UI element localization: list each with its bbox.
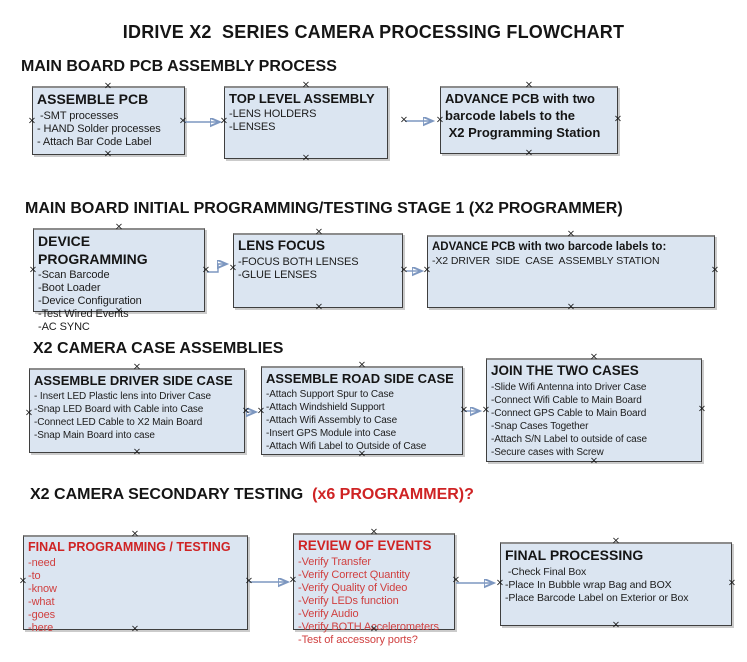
box-item: -goes <box>28 608 56 621</box>
box-title: ASSEMBLE PCB <box>37 91 149 107</box>
box-title: FINAL PROGRAMMING / TESTING <box>28 540 231 554</box>
section-heading-pcb-assembly: MAIN BOARD PCB ASSEMBLY PROCESS <box>21 58 337 75</box>
box-item: -Test Wired Events <box>38 308 129 320</box>
box-title: TOP LEVEL ASSEMBLY <box>229 91 375 106</box>
box-items: -SMT processes- HAND Solder processes- A… <box>37 110 180 149</box>
box-items: -Scan Barcode-Boot Loader-Device Configu… <box>38 269 200 334</box>
flow-box-advance-to-programming-station: ADVANCE PCB with two barcode labels to t… <box>440 86 618 154</box>
box-item: -Attach Wifi Assembly to Case <box>266 415 398 427</box>
box-item: -AC SYNC <box>38 321 90 333</box>
box-items: -FOCUS BOTH LENSES-GLUE LENSES <box>238 256 398 282</box>
box-item: -Verify Audio <box>298 607 359 620</box>
box-item: - HAND Solder processes <box>37 122 161 135</box>
box-item: -Secure cases with Screw <box>491 446 604 458</box>
section-heading-secondary-testing: X2 CAMERA SECONDARY TESTING (x6 PROGRAMM… <box>30 486 474 504</box>
box-items: -Attach Support Spur to Case-Attach Wind… <box>266 388 458 453</box>
box-item: -Verify BOTH Accelerometers <box>298 620 439 633</box>
section-heading-initial-programming: MAIN BOARD INITIAL PROGRAMMING/TESTING S… <box>25 200 623 217</box>
box-items: -X2 DRIVER SIDE CASE ASSEMBLY STATION <box>432 255 710 268</box>
box-items: -Check Final Box-Place In Bubble wrap Ba… <box>505 566 727 605</box>
box-item: -Device Configuration <box>38 295 142 307</box>
box-title: FINAL PROCESSING <box>505 547 644 563</box>
box-item: -Insert GPS Module into Case <box>266 428 397 440</box>
heading-text: X2 CAMERA SECONDARY TESTING <box>30 486 313 503</box>
box-item: -Verify LEDs function <box>298 594 399 607</box>
box-item: -Snap Main Board into case <box>34 430 155 442</box>
box-items: -Slide Wifi Antenna into Driver Case-Con… <box>491 381 697 459</box>
box-item: -X2 DRIVER SIDE CASE ASSEMBLY STATION <box>432 255 660 268</box>
box-items: -need-to-know-what-goes-here <box>28 557 243 635</box>
page-title: IDRIVE X2 SERIES CAMERA PROCESSING FLOWC… <box>122 22 625 42</box>
box-item: -SMT processes <box>37 109 119 122</box>
flow-box-review-of-events: REVIEW OF EVENTS -Verify Transfer-Verify… <box>293 533 455 646</box>
box-item: -Verify Quality of Video <box>298 581 408 594</box>
box-item: - Insert LED Plastic lens into Driver Ca… <box>34 391 211 403</box>
box-item: -Boot Loader <box>38 282 101 294</box>
box-item: -Snap LED Board with Cable into Case <box>34 404 204 416</box>
box-item: -GLUE LENSES <box>238 268 317 281</box>
box-title: ADVANCE PCB with two barcode labels to t… <box>445 91 601 140</box>
box-item: -FOCUS BOTH LENSES <box>238 255 359 268</box>
box-item: -LENSES <box>229 121 276 134</box>
flow-box-join-the-two-cases: JOIN THE TWO CASES -Slide Wifi Antenna i… <box>486 358 702 462</box>
box-item: -here <box>28 621 54 634</box>
flow-box-advance-to-driver-side-station: ADVANCE PCB with two barcode labels to: … <box>427 235 715 308</box>
box-item: -Scan Barcode <box>38 269 110 281</box>
box-item: -need <box>28 556 56 569</box>
flow-box-final-programming-testing: FINAL PROGRAMMING / TESTING -need-to-kno… <box>23 535 248 634</box>
box-item: -Connect GPS Cable to Main Board <box>491 407 647 419</box>
box-title: ASSEMBLE DRIVER SIDE CASE <box>34 373 233 388</box>
box-title: REVIEW OF EVENTS <box>298 538 432 553</box>
box-title: ADVANCE PCB with two barcode labels to: <box>432 241 667 253</box>
box-item: -Test of accessory ports? <box>298 633 418 646</box>
box-item: -what <box>28 595 55 608</box>
box-item: -to <box>28 569 41 582</box>
box-items: - Insert LED Plastic lens into Driver Ca… <box>34 390 240 442</box>
box-item: -Snap Cases Together <box>491 420 589 432</box>
flow-box-device-programming: DEVICE PROGRAMMING -Scan Barcode-Boot Lo… <box>33 228 205 333</box>
box-item: -Check Final Box <box>505 565 587 578</box>
box-item: -LENS HOLDERS <box>229 108 317 121</box>
box-item: -know <box>28 582 57 595</box>
box-items: -Verify Transfer-Verify Correct Quantity… <box>298 556 450 647</box>
flow-box-final-processing: FINAL PROCESSING -Check Final Box-Place … <box>500 542 732 626</box>
box-item: - Attach Bar Code Label <box>37 135 152 148</box>
box-title: ASSEMBLE ROAD SIDE CASE <box>266 371 454 386</box>
box-title: JOIN THE TWO CASES <box>491 363 639 378</box>
box-item: -Place In Bubble wrap Bag and BOX <box>505 578 672 591</box>
box-title: DEVICE PROGRAMMING <box>38 233 148 267</box>
box-item: -Place Barcode Label on Exterior or Box <box>505 591 689 604</box>
section-heading-case-assemblies: X2 CAMERA CASE ASSEMBLIES <box>33 340 284 357</box>
box-item: -Attach Wifi Label to Outside of Case <box>266 441 427 453</box>
heading-accent-text: (x6 PROGRAMMER)? <box>312 486 474 503</box>
connector-anchor-icon: × <box>399 114 409 126</box>
box-item: -Attach S/N Label to outside of case <box>491 433 647 445</box>
box-item: -Attach Windshield Support <box>266 402 385 414</box>
box-item: -Verify Transfer <box>298 555 371 568</box>
box-title: LENS FOCUS <box>238 238 326 253</box>
flow-box-assemble-driver-side-case: ASSEMBLE DRIVER SIDE CASE - Insert LED P… <box>29 368 245 453</box>
flow-box-lens-focus: LENS FOCUS -FOCUS BOTH LENSES-GLUE LENSE… <box>233 233 403 308</box>
flow-box-assemble-road-side-case: ASSEMBLE ROAD SIDE CASE -Attach Support … <box>261 366 463 455</box>
flow-connector-arrow <box>207 264 226 273</box>
box-item: -Connect Wifi Cable to Main Board <box>491 394 642 406</box>
box-item: -Connect LED Cable to X2 Main Board <box>34 417 203 429</box>
flow-box-top-level-assembly: TOP LEVEL ASSEMBLY -LENS HOLDERS-LENSES <box>224 86 388 159</box>
box-item: -Slide Wifi Antenna into Driver Case <box>491 381 647 393</box>
box-item: -Attach Support Spur to Case <box>266 389 394 401</box>
box-items: -LENS HOLDERS-LENSES <box>229 108 383 134</box>
flow-box-assemble-pcb: ASSEMBLE PCB -SMT processes- HAND Solder… <box>32 86 185 155</box>
box-item: -Verify Correct Quantity <box>298 568 410 581</box>
